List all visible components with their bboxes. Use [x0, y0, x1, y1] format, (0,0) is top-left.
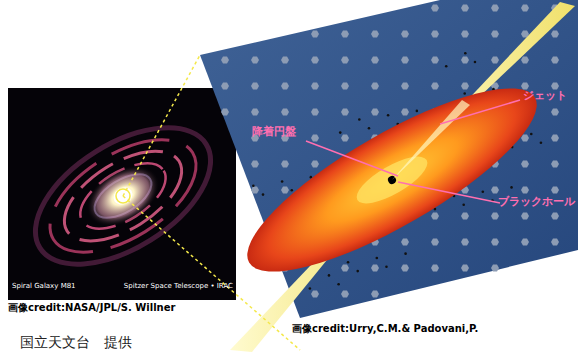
- zoom-line: [123, 55, 200, 196]
- photo-caption: Spitzer Space Telescope • IRAC: [124, 282, 233, 290]
- leader-line: [398, 182, 500, 203]
- accretion-disk: [226, 58, 558, 303]
- model-panel: [200, 0, 578, 318]
- provider-note: 国立天文台 提供: [20, 334, 132, 350]
- image-credit: 画像credit:Urry,C.M.& Padovani,P.: [292, 323, 478, 335]
- leader-line: [440, 100, 520, 124]
- jet-label: ジェット: [523, 90, 567, 103]
- disk-label: 降着円盤: [252, 126, 296, 139]
- zoom-circle: [116, 189, 130, 203]
- blackhole-label: ブラックホール: [498, 196, 575, 209]
- leader-line: [306, 141, 398, 176]
- image-credit: 画像credit:NASA/JPL/S. Willner: [8, 302, 175, 314]
- zoom-line: [123, 196, 300, 350]
- photo-caption: Spiral Galaxy M81: [12, 282, 76, 290]
- galaxy-photo: [8, 88, 236, 300]
